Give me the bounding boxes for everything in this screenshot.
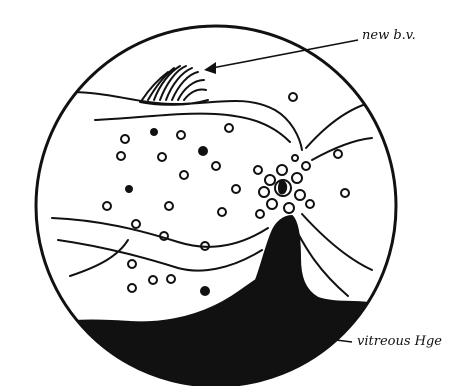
label-vitreous-hge: vitreous Hge	[357, 334, 442, 349]
arrow-vitreous-hge	[336, 340, 352, 342]
label-new-bv: new b.v.	[362, 28, 416, 43]
